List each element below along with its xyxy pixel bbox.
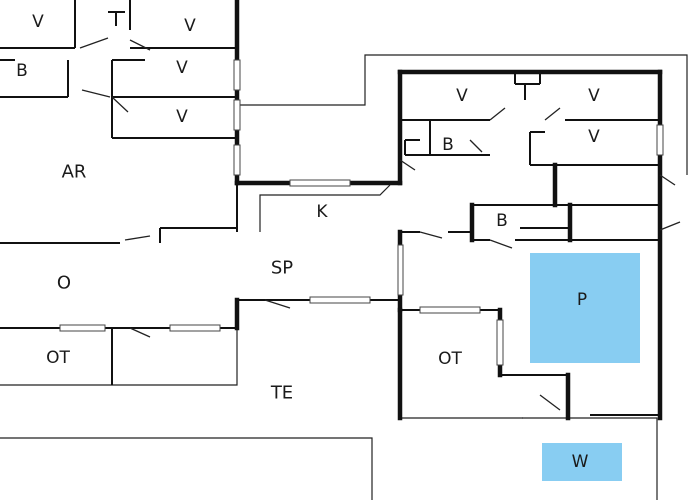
room-label-o: O [57, 273, 71, 294]
windows [59, 59, 664, 366]
room-label-v3: V [176, 58, 188, 78]
room-label-v7: V [588, 127, 600, 147]
room-label-v2: V [184, 16, 196, 36]
room-label-v5: V [456, 86, 468, 106]
room-label-ot1: OT [46, 348, 70, 368]
room-label-w: W [572, 452, 589, 472]
room-label-b2: B [442, 135, 454, 155]
room-label-sp: SP [271, 258, 293, 279]
room-label-v4: V [176, 107, 188, 127]
room-labels: V V V V B AR K SP O OT TE V V V B B OT P… [16, 12, 600, 472]
room-label-b3: B [496, 211, 508, 231]
doors [79, 37, 681, 411]
room-label-b1: B [16, 61, 28, 81]
pool [530, 253, 640, 363]
room-label-ot2: OT [438, 349, 462, 369]
left-wing-walls [0, 0, 403, 385]
room-label-te: TE [270, 383, 293, 404]
water-feature [542, 443, 622, 481]
room-label-ar: AR [62, 162, 87, 183]
room-label-k: K [316, 202, 328, 222]
room-label-p: P [577, 290, 587, 310]
room-label-v1: V [32, 12, 44, 32]
room-label-v6: V [588, 86, 600, 106]
